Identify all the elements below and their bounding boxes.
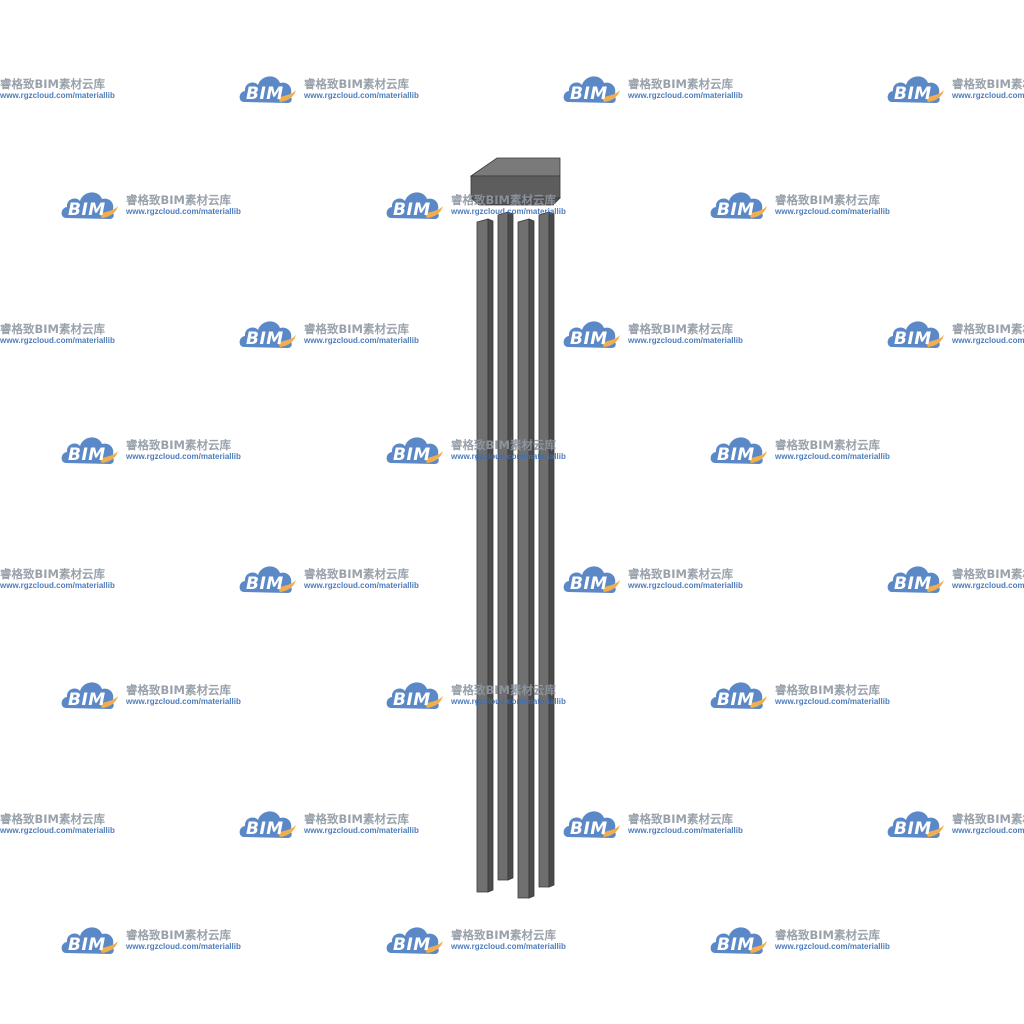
pile-back-left: [497, 211, 514, 881]
pile-cap: [469, 157, 561, 206]
pile-back-right: [538, 211, 555, 888]
pile-front-right: [517, 218, 535, 899]
pile-front-left: [476, 218, 494, 893]
